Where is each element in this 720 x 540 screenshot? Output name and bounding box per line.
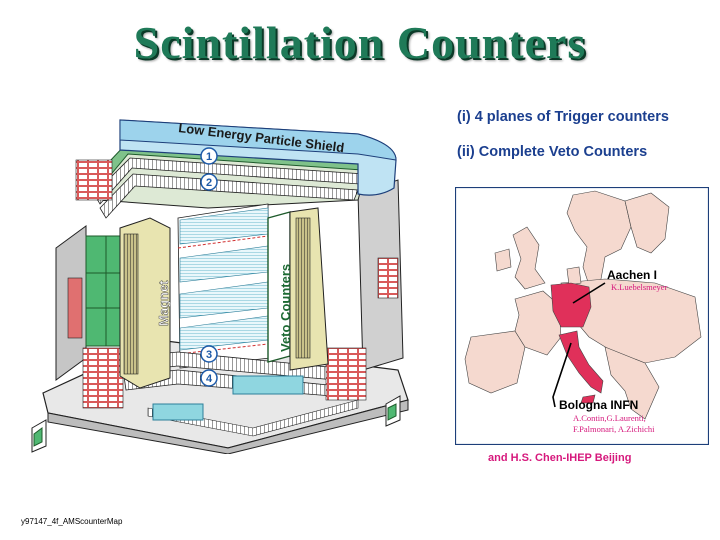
plane-1-marker: 1 (206, 151, 212, 163)
lower-structure (117, 351, 359, 421)
bullet-trigger-counters: (i) 4 planes of Trigger counters (457, 109, 669, 125)
bologna-pointer (552, 342, 572, 408)
europe-map: Aachen I K.Luebelsmeyer Bologna INFN A.C… (455, 187, 709, 445)
bologna-people-1: A.Contin,G.Laurenti, (573, 413, 646, 423)
plane-markers: 1 2 3 4 (200, 147, 218, 387)
europe-land (464, 190, 702, 420)
sicily-region (580, 394, 596, 404)
credit-line: and H.S. Chen-IHEP Beijing (488, 452, 632, 464)
plane-2-marker: 2 (206, 177, 212, 189)
footer-id: y97147_4f_AMScounterMap (21, 517, 123, 526)
aachen-label: Aachen I (607, 268, 657, 282)
germany-region (550, 282, 592, 328)
aachen-people: K.Luebelsmeyer (611, 282, 668, 292)
aachen-pointer (572, 282, 606, 304)
inner-bore (177, 203, 271, 369)
page-title: Scintillation Counters (133, 17, 587, 68)
veto-counters: Veto Counters (267, 207, 329, 371)
plane-3-marker: 3 (206, 349, 212, 361)
magnet: Magnet (119, 217, 171, 389)
bologna-people-2: F.Palmonari, A.Zichichi (573, 424, 655, 434)
veto-label: Veto Counters (278, 264, 293, 352)
magnet-label: Magnet (156, 280, 171, 326)
support-bricks (75, 159, 399, 409)
detector-diagram: Low Energy Particle Shield Magnet (31, 119, 409, 454)
bologna-label: Bologna INFN (559, 398, 638, 412)
side-counters (85, 235, 127, 347)
support-feet (31, 395, 401, 453)
bullet-veto-counters: (ii) Complete Veto Counters (457, 144, 648, 160)
plane-4-marker: 4 (206, 373, 213, 385)
